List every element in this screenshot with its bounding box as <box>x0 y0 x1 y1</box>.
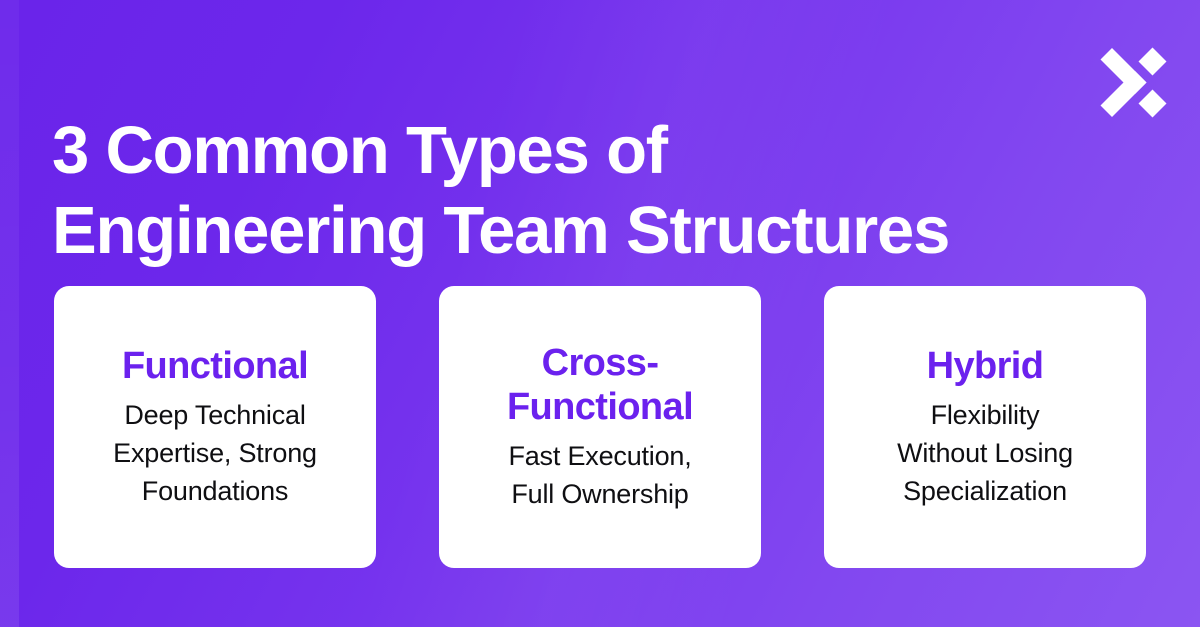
card-body: Fast Execution, Full Ownership <box>508 441 692 509</box>
card-body: Deep Technical Expertise, Strong Foundat… <box>113 400 317 506</box>
logo-diamond-upper-right <box>1138 47 1167 76</box>
card-heading: Cross- Functional <box>506 342 694 428</box>
card-heading: Hybrid <box>926 345 1044 387</box>
card-cross-functional: Cross- Functional Fast Execution, Full O… <box>439 286 761 568</box>
brand-logo <box>1086 42 1168 124</box>
team-structure-card-list: Functional Deep Technical Expertise, Str… <box>54 286 1146 568</box>
card-heading: Functional <box>121 345 309 387</box>
left-edge-accent-strip <box>0 0 19 627</box>
card-hybrid: Hybrid Flexibility Without Losing Specia… <box>824 286 1146 568</box>
card-functional: Functional Deep Technical Expertise, Str… <box>54 286 376 568</box>
logo-diamond-lower-right <box>1138 89 1167 118</box>
logo-bar-lower <box>1100 71 1147 117</box>
card-body: Flexibility Without Losing Specializatio… <box>897 400 1073 506</box>
page-title: 3 Common Types of Engineering Team Struc… <box>52 112 950 268</box>
